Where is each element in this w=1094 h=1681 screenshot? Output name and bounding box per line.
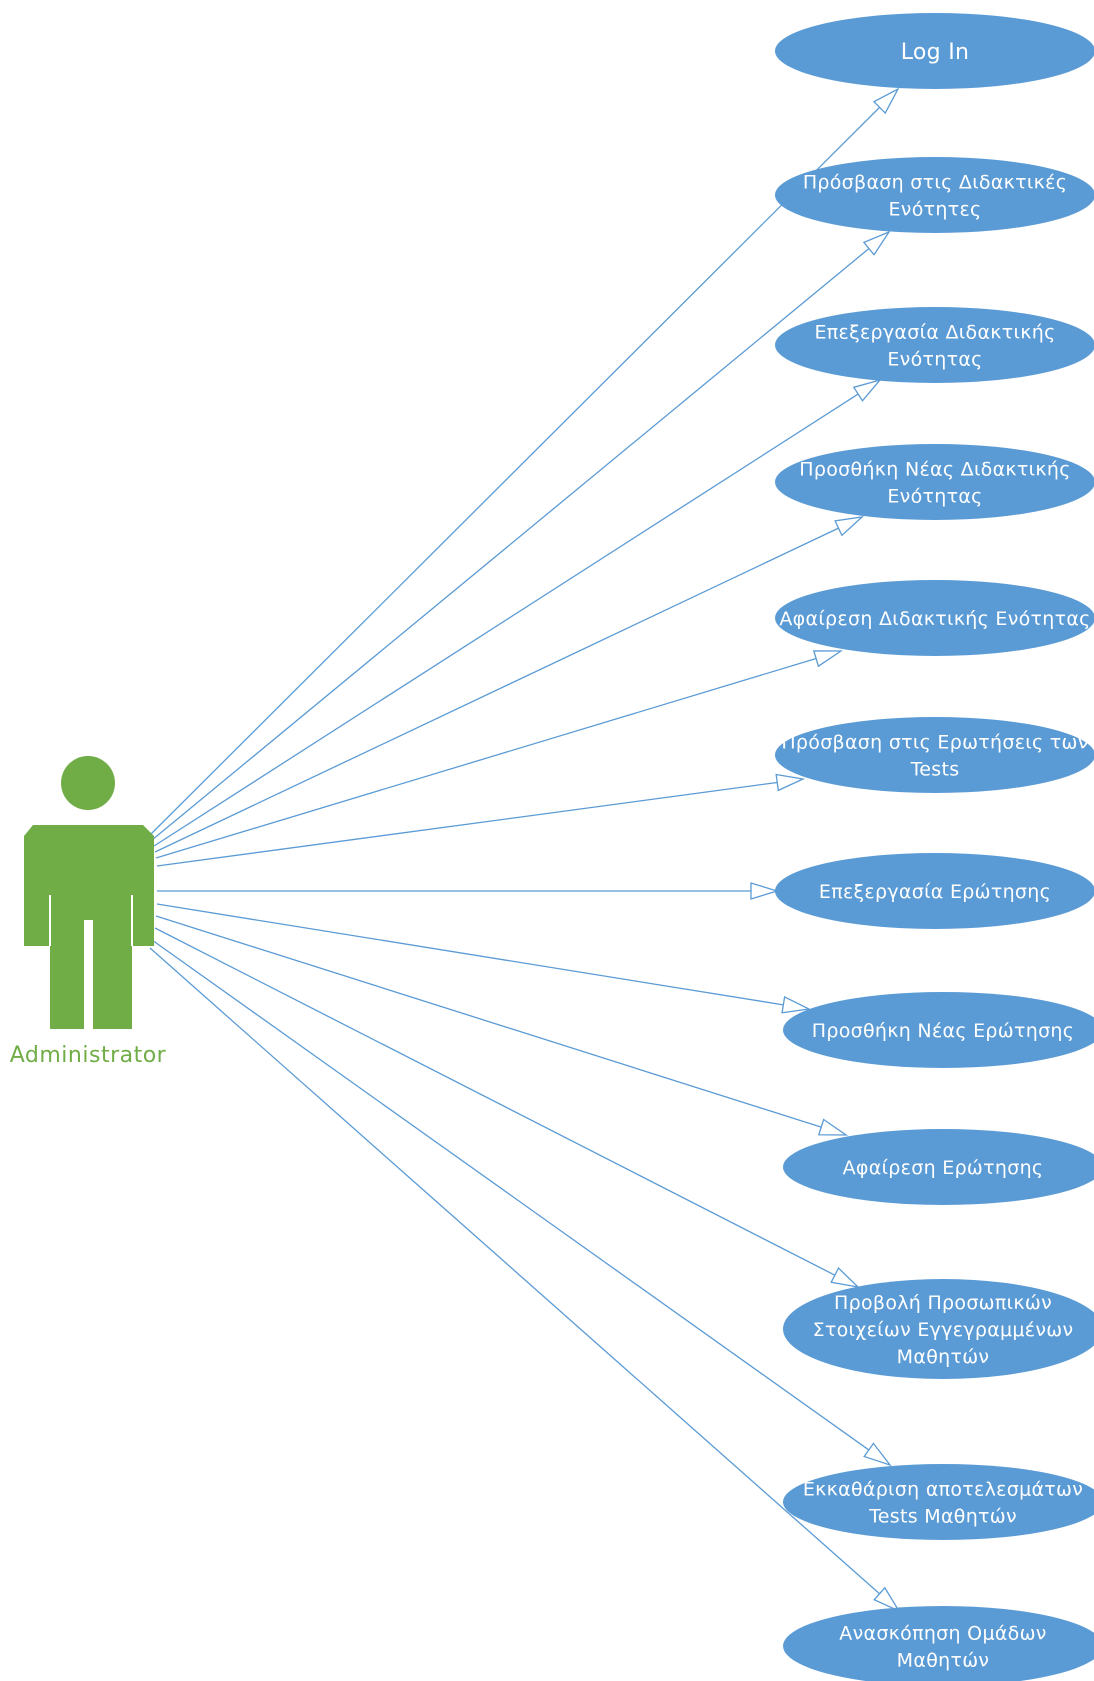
- use-case-label: Αφαίρεση Ερώτησης: [843, 1157, 1044, 1179]
- use-case-ellipse: [775, 580, 1094, 656]
- use-case-ellipse: [775, 157, 1094, 233]
- use-case-log-in[interactable]: Log In: [775, 13, 1094, 89]
- use-case-label: Μαθητών: [897, 1650, 990, 1672]
- use-case-label: Ενότητες: [889, 199, 982, 221]
- use-case-label: Εκκαθάριση αποτελεσμάτων: [803, 1479, 1083, 1501]
- arrowhead-icon: [852, 378, 882, 402]
- use-case-label: Στοιχείων Εγγεγραμμένων: [813, 1319, 1074, 1341]
- use-case-label: Tests Μαθητών: [868, 1506, 1017, 1528]
- association-line: [156, 903, 784, 1006]
- use-case-remove-question[interactable]: Αφαίρεση Ερώτησης: [783, 1129, 1094, 1205]
- association-line: [153, 393, 859, 847]
- arrowhead-icon: [781, 995, 812, 1014]
- use-cases: Log In Πρόσβαση στις ΔιδακτικέςΕνότητεςΕπ…: [775, 13, 1094, 1681]
- actor-name: Administrator: [10, 1043, 167, 1068]
- use-case-label: Προσθήκη Νέας Ερώτησης: [812, 1020, 1074, 1042]
- association-edit-unit: [153, 378, 882, 847]
- use-case-label: Ανασκόπηση Ομάδων: [839, 1623, 1046, 1645]
- use-case-ellipse: [783, 1606, 1094, 1681]
- association-review-groups: [149, 947, 901, 1613]
- association-view-student-data: [154, 927, 860, 1289]
- association-add-question: [156, 903, 812, 1014]
- association-line: [149, 947, 880, 1595]
- use-case-label: Επεξεργασία Διδακτικής: [814, 322, 1055, 344]
- use-case-ellipse: [775, 853, 1094, 929]
- actor-administrator[interactable]: Administrator: [10, 756, 167, 1068]
- association-line: [156, 781, 778, 867]
- use-case-ellipse: [775, 13, 1094, 89]
- arrowhead-icon: [872, 87, 900, 115]
- association-add-unit: [154, 516, 864, 853]
- use-case-label: Επεξεργασία Ερώτησης: [819, 881, 1051, 903]
- associations: [149, 87, 901, 1613]
- arrowhead-icon: [863, 1442, 892, 1467]
- use-case-label: Ενότητας: [887, 486, 982, 508]
- use-case-add-question[interactable]: Προσθήκη Νέας Ερώτησης: [783, 992, 1094, 1068]
- use-case-ellipse: [775, 717, 1094, 793]
- association-line: [151, 939, 870, 1451]
- association-access-units: [151, 230, 891, 841]
- arrowhead-icon: [750, 882, 780, 900]
- use-case-label: Tests: [910, 759, 960, 781]
- use-case-ellipse: [783, 1129, 1094, 1205]
- association-clear-results: [151, 939, 892, 1467]
- association-line: [154, 927, 836, 1276]
- arrowhead-icon: [830, 1266, 860, 1289]
- use-case-label: Ενότητας: [887, 349, 982, 371]
- association-line: [154, 527, 839, 853]
- use-case-label: Μαθητών: [897, 1346, 990, 1368]
- use-case-label: Πρόσβαση στις Ερωτήσεις των: [781, 732, 1088, 754]
- use-case-label: Πρόσβαση στις Διδακτικές: [803, 172, 1067, 194]
- arrowhead-icon: [862, 230, 891, 256]
- association-remove-unit: [155, 650, 844, 859]
- use-case-ellipse: [783, 1279, 1094, 1379]
- actor-body: [24, 825, 154, 1029]
- use-case-remove-unit[interactable]: Αφαίρεση Διδακτικής Ενότητας: [775, 580, 1094, 656]
- association-line: [149, 106, 881, 836]
- arrowhead-icon: [873, 1586, 901, 1613]
- use-case-ellipse: [783, 1464, 1094, 1540]
- association-log-in: [149, 87, 900, 836]
- arrowhead-icon: [817, 1118, 849, 1136]
- use-case-ellipse: [775, 307, 1094, 383]
- arrowhead-icon: [775, 773, 806, 792]
- use-case-label: Αφαίρεση Διδακτικής Ενότητας: [779, 608, 1090, 630]
- use-case-ellipse: [783, 992, 1094, 1068]
- use-case-edit-question[interactable]: Επεξεργασία Ερώτησης: [775, 853, 1094, 929]
- association-line: [151, 248, 870, 841]
- use-case-ellipse: [775, 444, 1094, 520]
- actor-head: [61, 756, 115, 810]
- use-case-label: Προσθήκη Νέας Διδακτικής: [799, 459, 1070, 481]
- use-case-label: Log In: [901, 40, 970, 65]
- use-case-label: Προβολή Προσωπικών: [834, 1292, 1052, 1314]
- association-access-questions: [156, 773, 806, 867]
- arrowhead-icon: [834, 516, 864, 537]
- arrowhead-icon: [812, 650, 844, 668]
- association-line: [155, 657, 817, 859]
- association-edit-question: [157, 882, 780, 900]
- association-remove-question: [155, 915, 849, 1136]
- association-line: [155, 915, 822, 1128]
